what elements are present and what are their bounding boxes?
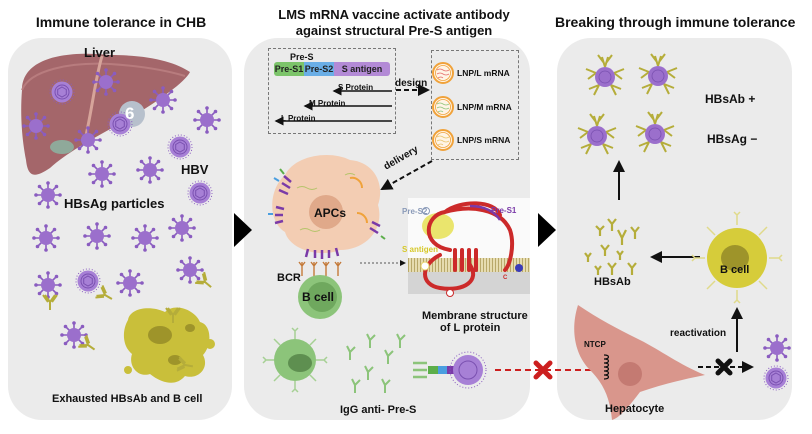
panel-2-title-line-1: LMS mRNA vaccine activate antibody (278, 7, 510, 22)
neutralized-virion (577, 113, 617, 155)
l-protein-label: L Protein (281, 114, 316, 123)
ntcp-label: NTCP (584, 340, 606, 349)
bcr-receptors (298, 261, 342, 276)
exhausted-label: Exhausted HBsAb and B cell (52, 393, 203, 405)
lnp-l-label: LNP/L mRNA (457, 68, 510, 78)
hbsab-label: HBsAb (594, 276, 631, 288)
pre-s-design-box (268, 48, 396, 134)
apc-cell (268, 155, 386, 259)
b-cell-label-green: B cell (302, 290, 335, 304)
c-terminus-label: C (503, 275, 508, 281)
b-cell-label-yellow: B cell (720, 264, 750, 276)
hbsag-negative-status: HBsAg − (707, 132, 758, 146)
delivery-arrow (380, 160, 433, 190)
hepatocyte-label: Hepatocyte (605, 403, 665, 415)
block-x-icon (533, 360, 553, 380)
pre-s2-label: Pre-S2 (402, 207, 428, 216)
reactivation-label: reactivation (670, 328, 727, 339)
lnp-s-label: LNP/S mRNA (457, 135, 511, 145)
lnp-m-label: LNP/M mRNA (457, 102, 512, 112)
s-antigen-label: S antigen (402, 245, 439, 254)
lnp-m-particle (432, 96, 454, 118)
marker-number: 6 (125, 104, 135, 123)
membrane-caption-line-2: of L protein (440, 322, 501, 334)
segment-pre-s1: Pre-S1 (274, 62, 304, 76)
antibody-bound-virion (413, 351, 487, 389)
pre-s-header: Pre-S (290, 52, 314, 62)
neutralized-virion (635, 111, 675, 153)
hbsab-positive-status: HBsAb + (705, 92, 756, 106)
igg-anti-pre-s-label: IgG anti- Pre-S (340, 404, 417, 416)
igg-antibodies (346, 333, 406, 393)
b-cell-yellow (691, 211, 783, 304)
panel-1-title: Immune tolerance in CHB (35, 14, 207, 30)
lnp-s-particle (432, 129, 454, 151)
liver-label: Liver (84, 45, 116, 60)
segment-pre-s2: Pre-S2 (304, 62, 334, 76)
ntcp-receptor-icon (603, 354, 610, 380)
neutralized-virion (585, 54, 625, 96)
lnp-l-particle (432, 62, 454, 84)
hbsag-particles-label: HBsAg particles (64, 196, 165, 211)
pre-s1-label: Pre-S1 (491, 206, 517, 215)
design-label: design (395, 78, 428, 89)
block-x-icon (715, 358, 733, 376)
s-protein-label: S Protein (338, 83, 374, 92)
hbsab-antibodies (584, 218, 640, 275)
plasma-cell-green (262, 327, 328, 393)
membrane-caption-line-1: Membrane structure (422, 310, 528, 322)
b-cell-green (298, 275, 342, 319)
panel-2-title-line-2: against structural Pre-S antigen (295, 23, 493, 38)
segment-s-antigen: S antigen (334, 62, 390, 76)
m-protein-label: M Protein (309, 99, 346, 108)
lnp-box (431, 50, 519, 160)
neutralized-virion (638, 53, 678, 95)
panel-3-title: Breaking through immune tolerance (555, 14, 796, 30)
exhausted-bcell (123, 307, 215, 383)
hepatocyte (574, 305, 705, 420)
bcr-label: BCR (277, 272, 301, 284)
apcs-label: APCs (314, 206, 347, 220)
hbv-label: HBV (181, 162, 209, 177)
membrane-structure-box (408, 198, 530, 294)
